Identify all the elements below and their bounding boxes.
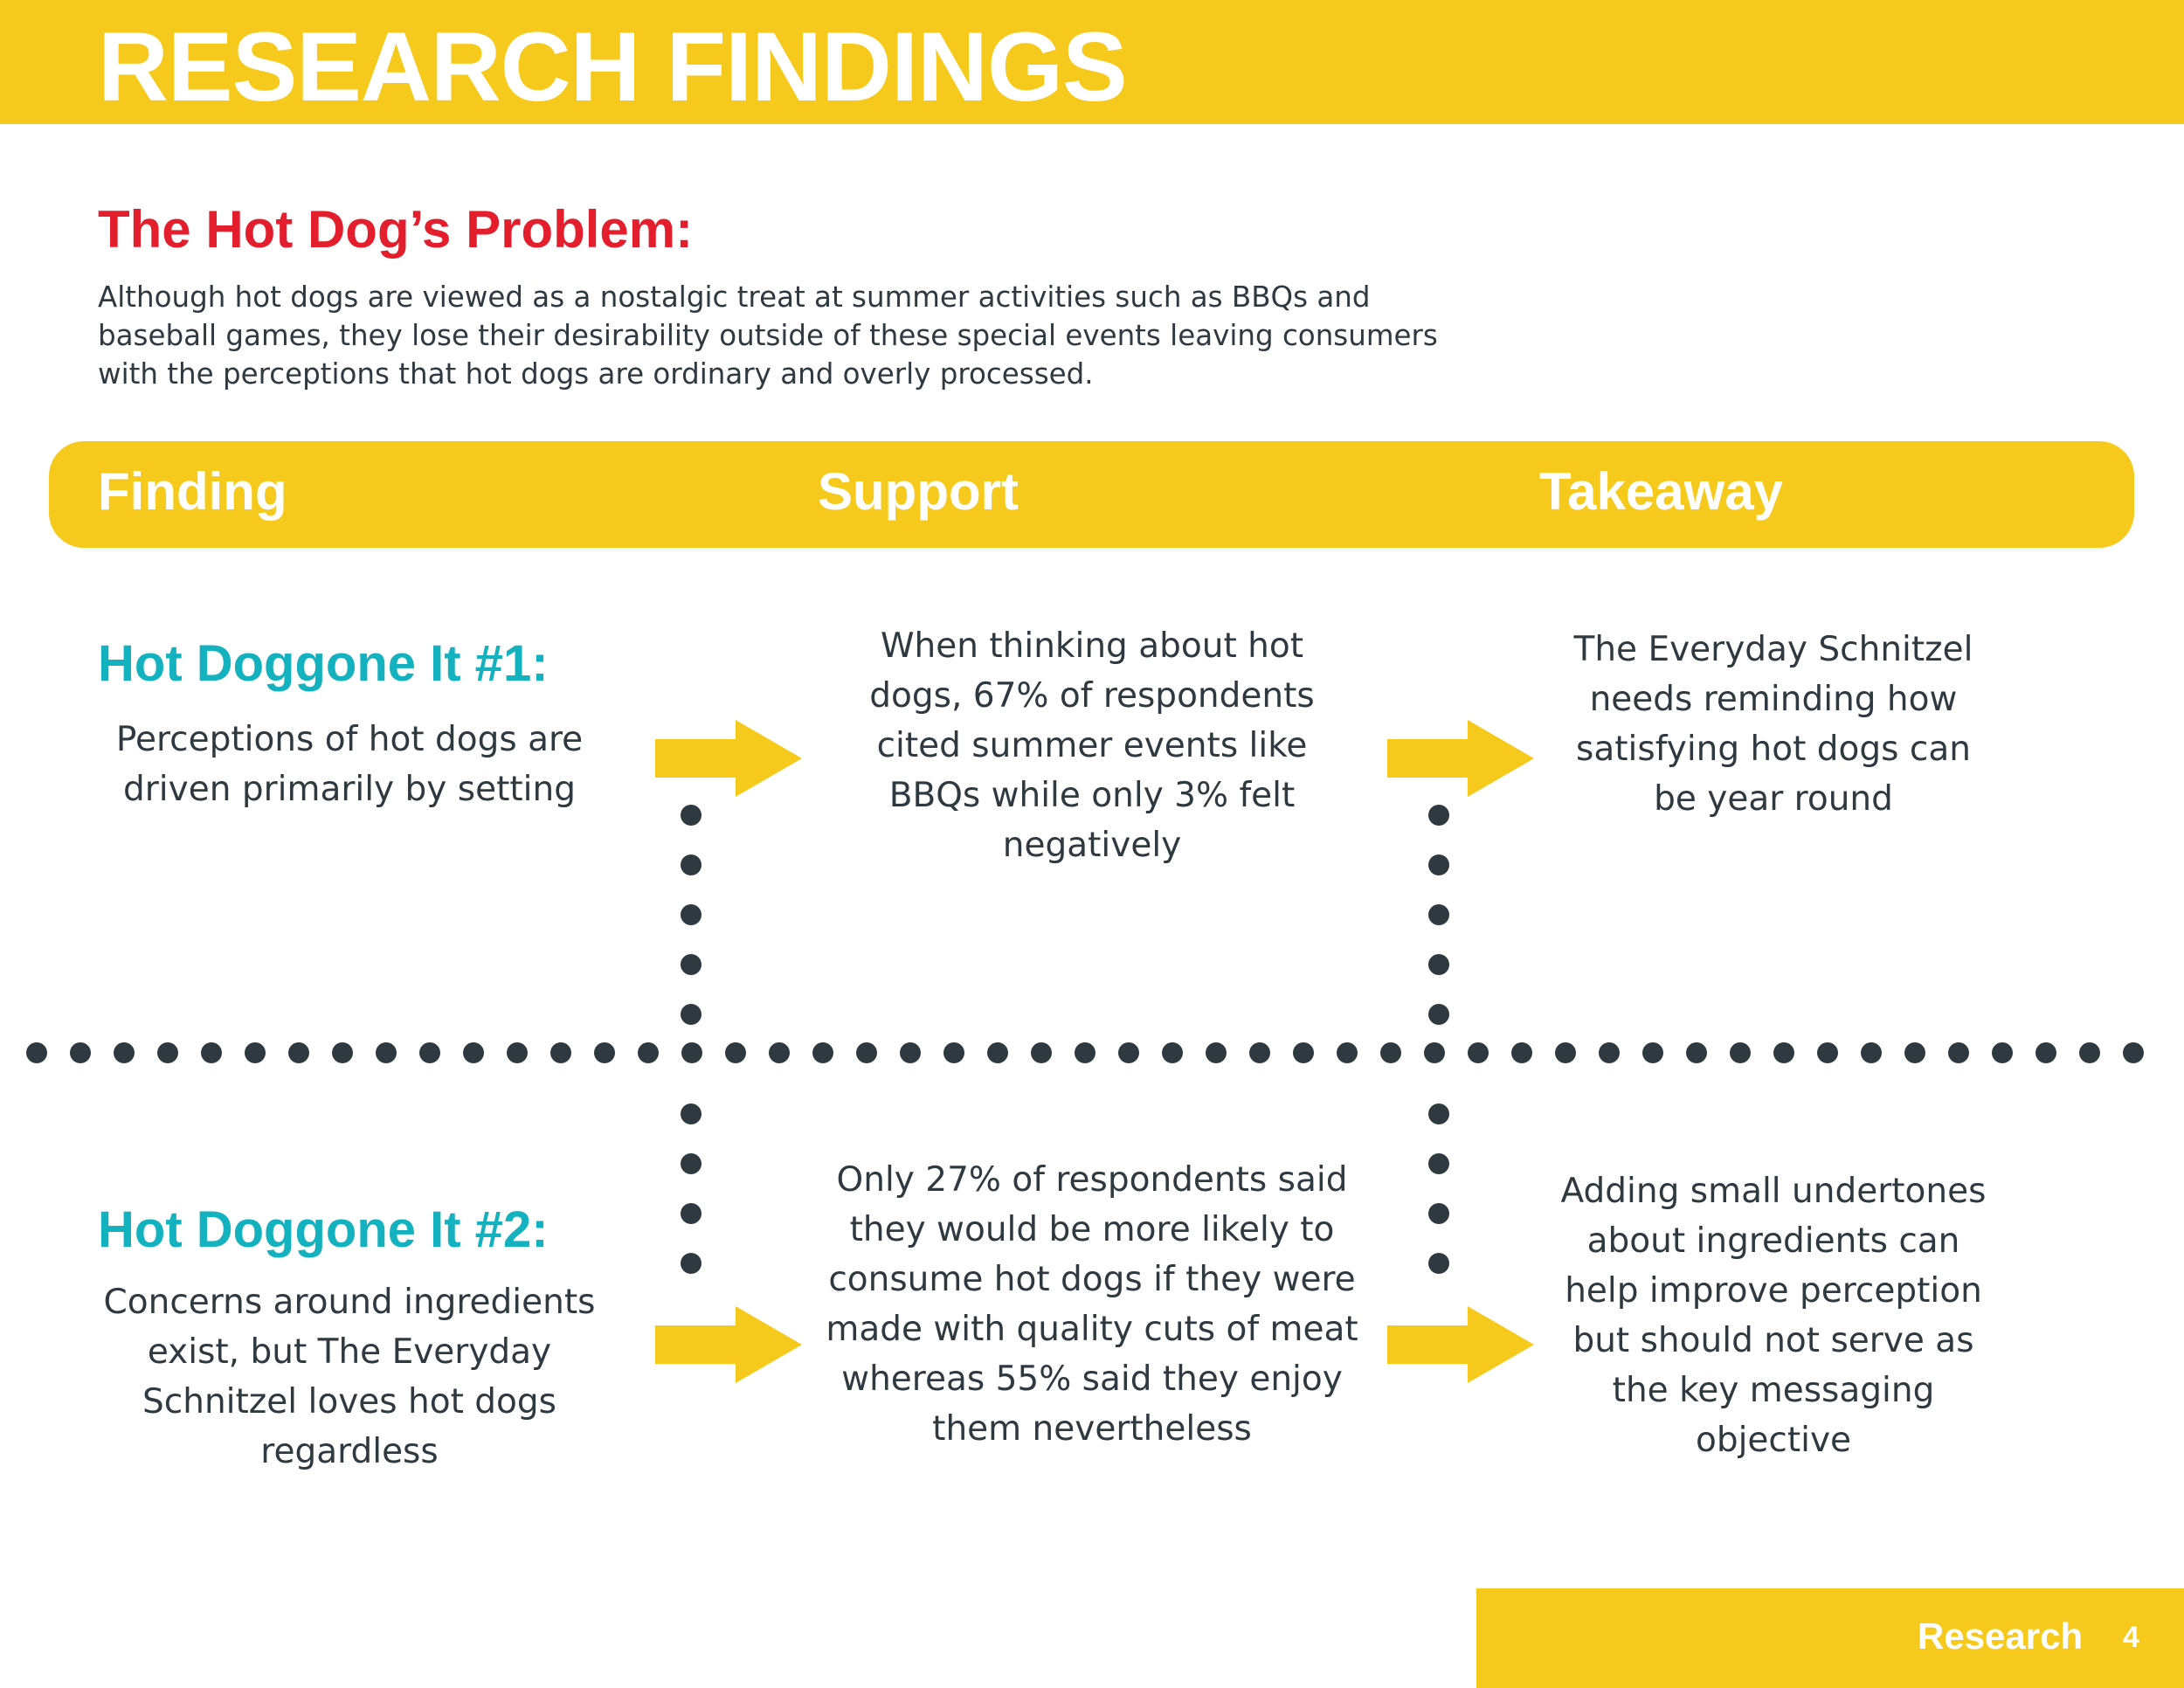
separator-dot [1686, 1042, 1707, 1063]
separator-dot [1992, 1042, 2013, 1063]
separator-dot [419, 1042, 440, 1063]
finding-2-title: Hot Doggone It #2: [98, 1201, 549, 1258]
separator-dot [900, 1042, 921, 1063]
separator-dot [1428, 854, 1449, 875]
separator-dot [1428, 1203, 1449, 1224]
separator-dot [114, 1042, 135, 1063]
support-1-text: When thinking about hot dogs, 67% of res… [869, 626, 1315, 865]
page-title: RESEARCH FINDINGS [98, 12, 1128, 121]
separator-dot [1511, 1042, 1532, 1063]
separator-dot [943, 1042, 964, 1063]
separator-dot [157, 1042, 178, 1063]
separator-dot [1206, 1042, 1227, 1063]
finding-1-title: Hot Doggone It #1: [98, 635, 549, 692]
separator-dot [2079, 1042, 2100, 1063]
takeaway-2-text: Adding small undertones about ingredient… [1560, 1172, 1987, 1460]
separator-dot [681, 1153, 702, 1174]
separator-dot [725, 1042, 746, 1063]
separator-dot [681, 1004, 702, 1025]
column-header-bar [49, 441, 2134, 548]
separator-dot [681, 1253, 702, 1274]
separator-dot [1428, 904, 1449, 925]
separator-dot [1773, 1042, 1794, 1063]
page-number: 4 [2123, 1621, 2139, 1654]
separator-dot [1380, 1042, 1401, 1063]
separator-dot [1730, 1042, 1751, 1063]
separator-dot [1031, 1042, 1052, 1063]
support-2-text: Only 27% of respondents said they would … [826, 1160, 1358, 1449]
problem-heading: The Hot Dog’s Problem: [98, 200, 694, 259]
separator-dot [1428, 954, 1449, 975]
separator-dot [856, 1042, 877, 1063]
separator-dot [2035, 1042, 2056, 1063]
separator-dot [1555, 1042, 1576, 1063]
separator-dot [70, 1042, 91, 1063]
footer-tab [1476, 1588, 2184, 1688]
problem-description: Although hot dogs are viewed as a nostal… [98, 280, 1438, 391]
separator-dot [1249, 1042, 1270, 1063]
separator-dot [681, 954, 702, 975]
separator-dot [638, 1042, 659, 1063]
separator-dot [681, 805, 702, 826]
separator-dot [1428, 1103, 1449, 1124]
right-arrow-icon [1387, 1306, 1534, 1383]
separator-dot [332, 1042, 353, 1063]
separator-dot [681, 904, 702, 925]
separator-dot [1642, 1042, 1663, 1063]
separator-dot [1075, 1042, 1095, 1063]
separator-dot [987, 1042, 1008, 1063]
separator-dot [201, 1042, 222, 1063]
separator-dot [1428, 1153, 1449, 1174]
right-arrow-icon [655, 720, 802, 797]
separator-dot [1424, 1042, 1445, 1063]
separator-dot [681, 1042, 702, 1063]
separator-dot [681, 1103, 702, 1124]
separator-dot [1817, 1042, 1838, 1063]
separator-dot [681, 1203, 702, 1224]
separator-dot [245, 1042, 266, 1063]
separator-dot [1948, 1042, 1969, 1063]
right-arrow-icon [655, 1306, 802, 1383]
separator-dot [1162, 1042, 1183, 1063]
footer-section-label: Research [1918, 1615, 2084, 1657]
separator-dot [594, 1042, 615, 1063]
column-header-support: Support [818, 462, 1019, 521]
separator-dot [26, 1042, 47, 1063]
separator-dot [1337, 1042, 1358, 1063]
separator-dot [681, 854, 702, 875]
separator-dot [1428, 805, 1449, 826]
separator-dot [812, 1042, 833, 1063]
title-banner [0, 0, 2184, 124]
finding-2-text: Concerns around ingredients exist, but T… [103, 1283, 596, 1471]
separator-dot [1118, 1042, 1139, 1063]
separator-dot [1428, 1004, 1449, 1025]
separator-dot [1468, 1042, 1489, 1063]
separator-dot [1861, 1042, 1882, 1063]
separator-dot [550, 1042, 571, 1063]
separator-dot [769, 1042, 790, 1063]
separator-dot [288, 1042, 309, 1063]
separator-dot [2123, 1042, 2144, 1063]
finding-1-text: Perceptions of hot dogs are driven prima… [115, 720, 584, 809]
separator-dot [1599, 1042, 1620, 1063]
separator-dot [1428, 1253, 1449, 1274]
separator-dot [463, 1042, 484, 1063]
separator-dot [376, 1042, 397, 1063]
separator-dot [1293, 1042, 1314, 1063]
right-arrow-icon [1387, 720, 1534, 797]
separator-dot [507, 1042, 528, 1063]
takeaway-1-text: The Everyday Schnitzel needs reminding h… [1573, 630, 1973, 819]
separator-dot [1904, 1042, 1925, 1063]
column-header-finding: Finding [98, 462, 287, 521]
column-header-takeaway: Takeaway [1539, 462, 1784, 521]
